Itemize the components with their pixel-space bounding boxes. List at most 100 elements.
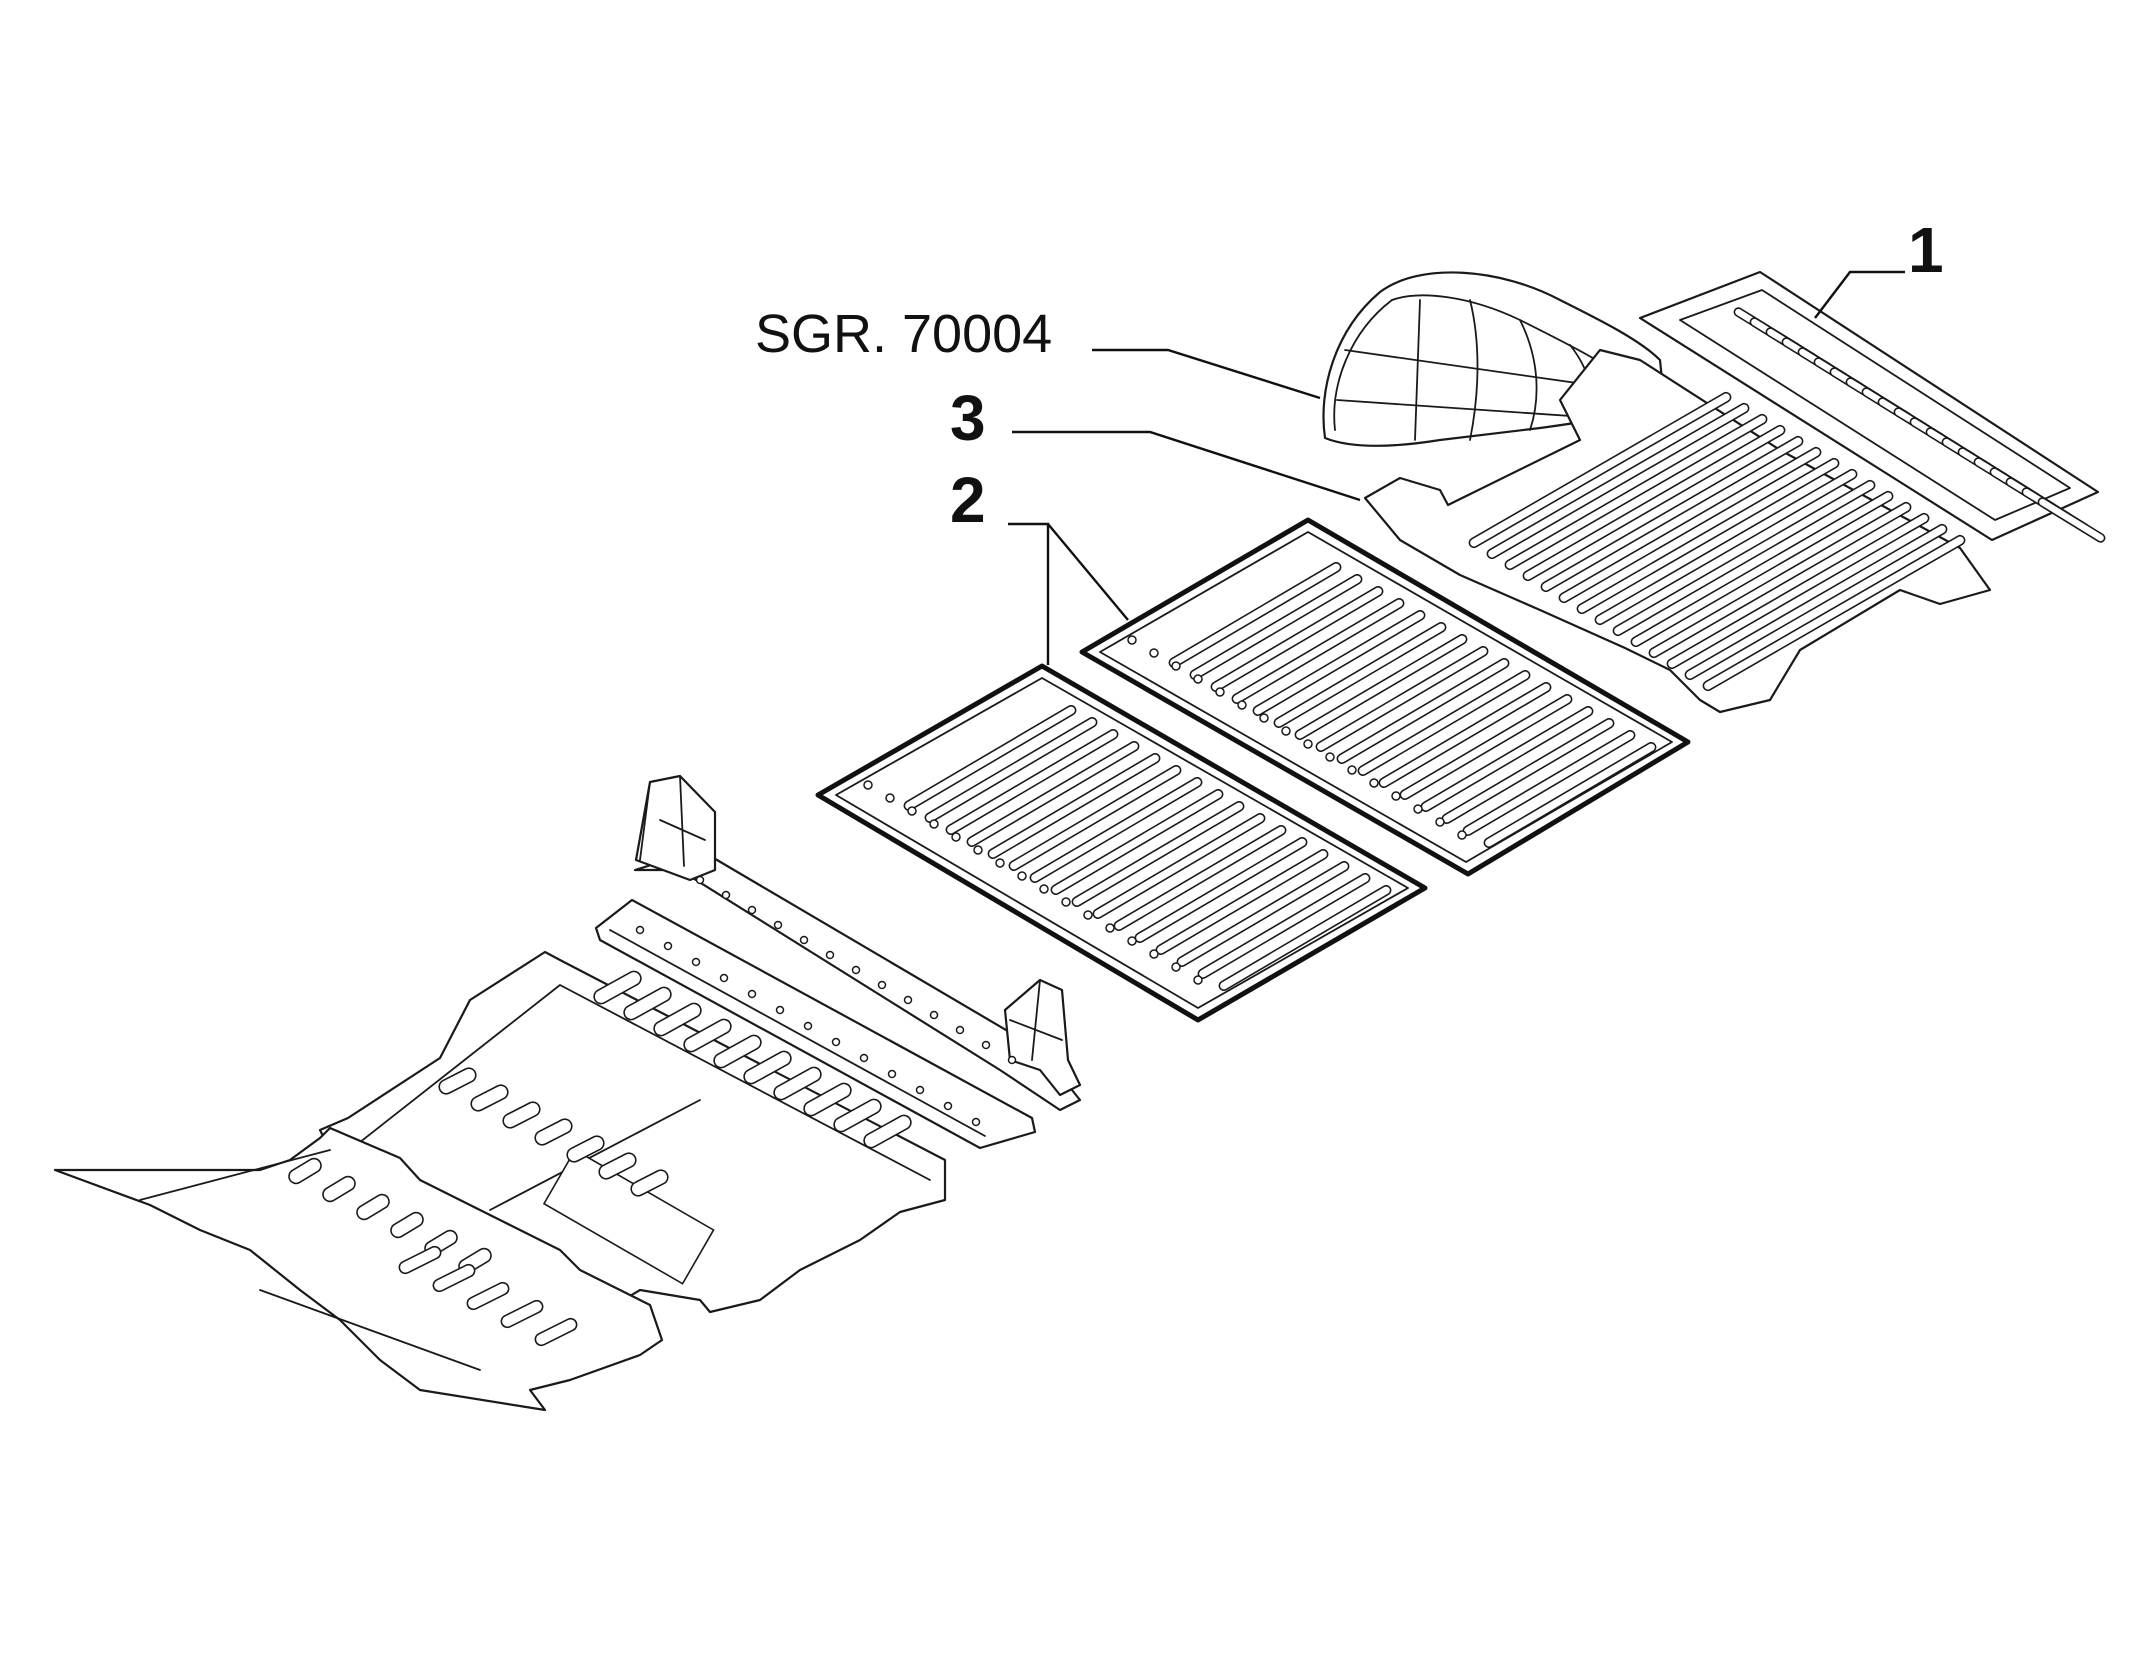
mounting-hole	[1435, 817, 1445, 827]
floor-cutout	[500, 1299, 544, 1329]
mounting-hole	[663, 941, 673, 951]
part-3-middle-floor-panel	[1363, 348, 1992, 714]
mounting-hole	[1171, 962, 1181, 972]
floor-cutout	[390, 1211, 424, 1239]
floor-cutout	[683, 1018, 732, 1053]
callout-3: 3	[950, 382, 986, 454]
mounting-hole	[831, 1037, 841, 1047]
panel-rib	[1189, 573, 1363, 681]
floor-cutout	[466, 1281, 510, 1311]
panel-rib	[1666, 512, 1930, 670]
floor-cutout	[288, 1157, 322, 1185]
panel-rib	[1576, 457, 1840, 615]
mounting-hole	[1061, 897, 1071, 907]
mounting-hole	[799, 935, 809, 945]
mounting-hole	[721, 890, 731, 900]
mounting-hole	[695, 875, 705, 885]
mounting-hole	[747, 989, 757, 999]
mounting-hole	[1193, 975, 1203, 985]
panel-rib	[1050, 788, 1224, 896]
floor-cutout	[470, 1084, 509, 1112]
panel-rib	[1468, 391, 1732, 549]
panel-rib	[1218, 884, 1392, 992]
mounting-hole	[1083, 910, 1093, 920]
panel-rib	[1378, 681, 1552, 789]
mounting-hole	[691, 957, 701, 967]
mounting-hole	[955, 1025, 965, 1035]
rear-cross-strip	[594, 898, 1037, 1150]
callout-1: 1	[1908, 214, 1944, 286]
mounting-hole	[971, 1117, 981, 1127]
mounting-hole	[719, 973, 729, 983]
panel-rib	[1486, 402, 1750, 560]
panel-rib	[2037, 497, 2106, 543]
panel-rib	[1252, 609, 1426, 717]
leader-callout-2b	[1047, 523, 1129, 621]
panel-rib	[1210, 585, 1384, 693]
mounting-hole	[903, 995, 913, 1005]
mounting-hole	[635, 925, 645, 935]
mounting-hole	[1215, 687, 1225, 697]
panel-rib	[1315, 645, 1489, 753]
part-2-floor-panel-upper	[1079, 517, 1691, 877]
panel-rib	[1504, 413, 1768, 571]
floor-cutout	[598, 1152, 637, 1180]
mounting-hole	[773, 920, 783, 930]
mounting-hole	[907, 806, 917, 816]
floor-cutout	[438, 1067, 477, 1095]
mounting-hole	[1039, 884, 1049, 894]
panel-rib	[1357, 669, 1531, 777]
part-2-floor-panel-lower	[815, 663, 1428, 1023]
mounting-hole	[877, 980, 887, 990]
floor-cutout	[623, 986, 672, 1021]
panel-rib	[1684, 523, 1948, 681]
floor-cutout	[833, 1098, 882, 1133]
panel-rib	[1612, 479, 1876, 637]
mounting-hole	[775, 1005, 785, 1015]
panel-rib	[987, 752, 1161, 860]
mounting-hole	[951, 832, 961, 842]
panel-rib	[945, 728, 1119, 836]
mounting-hole	[1171, 661, 1181, 671]
panel-rib	[903, 704, 1077, 812]
floor-cutout	[398, 1245, 442, 1275]
floor-cutout	[534, 1118, 573, 1146]
mounting-hole	[1303, 739, 1313, 749]
mounting-hole	[887, 1069, 897, 1079]
panel-rib	[1273, 621, 1447, 729]
reference-sgr-70004: SGR. 70004	[755, 304, 1052, 364]
mounting-hole	[1237, 700, 1247, 710]
leader-sgr	[1092, 348, 1321, 400]
floor-cutout	[322, 1175, 356, 1203]
panel-rib	[1294, 633, 1468, 741]
mounting-hole	[1325, 752, 1335, 762]
panel-rib	[1540, 435, 1804, 593]
mounting-hole	[929, 819, 939, 829]
mounting-hole	[1149, 648, 1159, 658]
panel-rib	[1231, 597, 1405, 705]
mounting-hole	[1017, 871, 1027, 881]
mounting-hole	[1347, 765, 1357, 775]
part-1-rear-floor-panel	[1638, 270, 2106, 543]
panel-rib	[1029, 776, 1203, 884]
panel-rib	[1008, 764, 1182, 872]
callout-2: 2	[950, 464, 986, 536]
front-floor-panel	[53, 1126, 664, 1412]
panel-rib	[1336, 657, 1510, 765]
panel-rib	[1702, 534, 1966, 692]
panel-rib	[966, 740, 1140, 848]
panel-rib	[1630, 490, 1894, 648]
mounting-hole	[929, 1010, 939, 1020]
mounting-hole	[943, 1101, 953, 1111]
panel-rib	[1558, 446, 1822, 604]
floor-cutout	[630, 1169, 669, 1197]
mounting-hole	[885, 793, 895, 803]
floor-cutout	[773, 1066, 822, 1101]
panel-rib	[1522, 424, 1786, 582]
mounting-hole	[1193, 674, 1203, 684]
mounting-hole	[1369, 778, 1379, 788]
floor-cutout	[653, 1002, 702, 1037]
floor-cutout	[534, 1317, 578, 1347]
panel-rib	[1648, 501, 1912, 659]
floor-cutout	[803, 1082, 852, 1117]
